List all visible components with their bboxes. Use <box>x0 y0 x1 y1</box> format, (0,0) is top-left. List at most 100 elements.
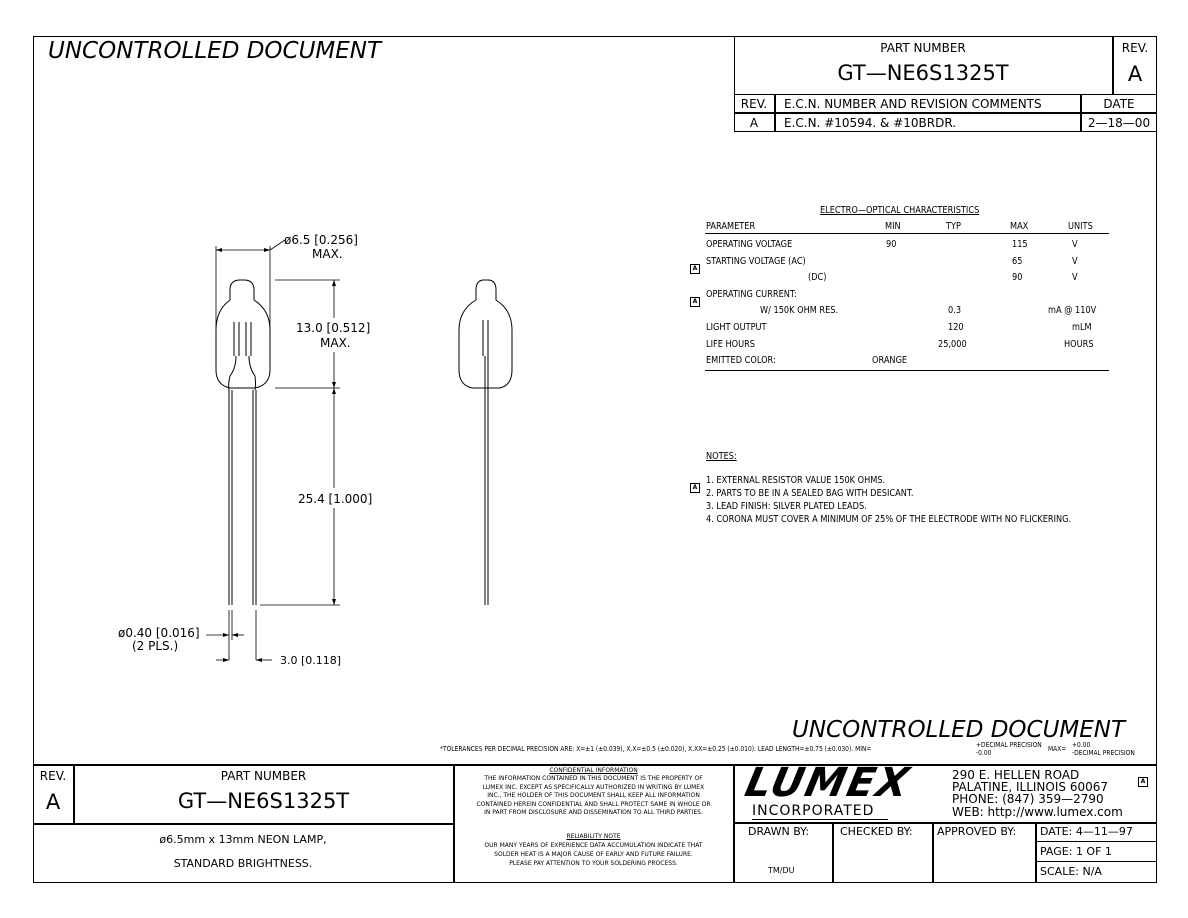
tb-reliability-title: RELIABILITY NOTE <box>566 833 621 840</box>
electro-cell-param: EMITTED COLOR: <box>706 355 776 367</box>
dim-bulb-height: 13.0 [0.512] <box>296 321 371 335</box>
electro-row-flag: A <box>690 257 700 274</box>
dimension-lines <box>206 239 340 661</box>
tolerance-min-top: +DECIMAL PRECISION <box>976 741 1042 749</box>
electro-cell-param: LIFE HOURS <box>706 338 756 350</box>
confidential-line: THE INFORMATION CONTAINED IN THIS DOCUME… <box>484 775 703 782</box>
title-block-top-rule <box>33 764 1157 766</box>
dim-bulb-diameter: ø6.5 [0.256] <box>284 233 358 247</box>
electro-header-typ: TYP <box>946 221 961 232</box>
tb-rev-divider <box>73 764 75 824</box>
note-1: 1. EXTERNAL RESISTOR VALUE 150K OHMS. <box>706 475 886 486</box>
tolerance-max-label: MAX= <box>1048 745 1067 753</box>
ecn-header-rev: REV. <box>740 97 768 111</box>
confidential-line: CONTAINED HEREIN CONFIDENTIAL AND SHALL … <box>476 800 711 808</box>
electro-cell-typ: 25,000 <box>938 338 967 350</box>
electro-cell-param: W/ 150K OHM RES. <box>760 305 839 317</box>
lumex-logo-sub: INCORPORATED <box>752 803 875 819</box>
tb-address-3: PHONE: (847) 359—2790 <box>952 792 1104 806</box>
tb-date-rule <box>1035 841 1157 842</box>
electro-cell-units: V <box>1072 272 1078 284</box>
tb-checked-divider <box>932 822 934 883</box>
electro-cell-units: mLM <box>1072 322 1092 333</box>
front-view-lamp <box>215 279 271 605</box>
top-rev-divider <box>1112 36 1114 95</box>
ecn-row-divider <box>734 112 1157 114</box>
electro-header-units: UNITS <box>1068 221 1093 232</box>
electro-cell-param: OPERATING CURRENT: <box>706 288 797 300</box>
tb-approved-by-label: APPROVED BY: <box>937 825 1017 838</box>
tb-page: PAGE: 1 OF 1 <box>1040 845 1112 858</box>
electro-header-rule <box>705 233 1109 234</box>
uncontrolled-document-bottom: UNCONTROLLED DOCUMENT <box>792 717 1126 743</box>
tb-address-flag: A <box>1138 770 1148 787</box>
tb-sign-rule <box>733 822 1157 824</box>
side-view-lamp <box>458 279 513 605</box>
tb-rev-label: REV. <box>39 769 67 783</box>
electro-cell-param: OPERATING VOLTAGE <box>706 239 793 250</box>
tb-checked-by-label: CHECKED BY: <box>840 825 913 838</box>
tolerance-text: *TOLERANCES PER DECIMAL PRECISION ARE: X… <box>440 745 872 753</box>
tb-page-rule <box>1035 861 1157 862</box>
tb-scale: SCALE: N/A <box>1040 865 1102 878</box>
ecn-header-date: DATE <box>1103 97 1135 111</box>
top-rev-label: REV. <box>1121 41 1149 55</box>
tb-rev-value: A <box>45 790 61 814</box>
confidential-line: IN PART FROM DISCLOSURE AND DISSEMINATIO… <box>484 809 703 817</box>
tolerance-max-top: +0.00 <box>1072 741 1091 749</box>
logo-underline <box>752 819 888 820</box>
note-4: 4. CORONA MUST COVER A MINIMUM OF 25% OF… <box>706 514 1072 525</box>
dim-lead-diameter: ø0.40 [0.016] <box>118 626 200 640</box>
tb-drawn-divider <box>832 822 834 883</box>
reliability-line: OUR MANY YEARS OF EXPERIENCE DATA ACCUMU… <box>484 842 703 849</box>
tb-confidential-title: CONFIDENTIAL INFORMATION <box>549 767 638 774</box>
electro-row-flag: A <box>690 290 700 307</box>
tb-address-4: WEB: http://www.lumex.com <box>952 805 1123 819</box>
tb-drawn-by-label: DRAWN BY: <box>748 825 810 838</box>
ecn-col-divider-2 <box>1080 94 1082 132</box>
dim-bulb-height-max: MAX. <box>320 336 351 350</box>
electro-cell-min: 90 <box>886 239 897 250</box>
tb-part-number-label: PART NUMBER <box>220 769 307 783</box>
electro-title: ELECTRO—OPTICAL CHARACTERISTICS <box>820 205 980 216</box>
ecn-header-comments: E.C.N. NUMBER AND REVISION COMMENTS <box>784 97 1042 111</box>
lumex-logo: LUMEX <box>741 760 915 806</box>
tb-description-2: STANDARD BRIGHTNESS. <box>173 857 313 870</box>
dim-bulb-diameter-max: MAX. <box>312 247 343 261</box>
electro-cell-max: 115 <box>1012 239 1028 250</box>
reliability-line: PLEASE PAY ATTENTION TO YOUR SOLDERING P… <box>509 860 678 867</box>
tb-conf-divider-left <box>453 764 455 883</box>
tb-address-1: 290 E. HELLEN ROAD <box>952 768 1080 782</box>
drawing-frame <box>33 36 1157 883</box>
electro-cell-min: ORANGE <box>872 355 908 367</box>
ecn-row-date: 2—18—00 <box>1087 116 1151 130</box>
tb-drawn-by: TM/DU <box>768 866 795 875</box>
confidential-line: LUMEX INC. EXCEPT AS SPECIFICALLY AUTHOR… <box>482 783 705 791</box>
confidential-line: INC., THE HOLDER OF THIS DOCUMENT SHALL … <box>487 792 700 800</box>
electro-cell-typ: 0.3 <box>948 305 962 317</box>
electro-cell-param: (DC) <box>808 272 827 284</box>
notes-title: NOTES: <box>706 451 737 462</box>
tb-approved-divider <box>1035 822 1037 883</box>
electro-header-param: PARAMETER <box>706 221 756 232</box>
tb-date: DATE: 4—11—97 <box>1040 825 1133 838</box>
tb-part-number: GT—NE6S1325T <box>177 789 350 813</box>
note-3: 3. LEAD FINISH: SILVER PLATED LEADS. <box>706 501 867 512</box>
tb-conf-divider-right <box>733 764 735 883</box>
electro-cell-max: 65 <box>1012 255 1023 267</box>
ecn-row-comment: E.C.N. #10594. & #10BRDR. <box>784 116 957 130</box>
electro-bottom-rule <box>705 370 1109 371</box>
top-rev-value: A <box>1127 62 1143 86</box>
electro-cell-max: 90 <box>1012 272 1023 284</box>
electro-header-min: MIN <box>885 221 901 232</box>
dim-lead-length: 25.4 [1.000] <box>298 492 373 506</box>
electro-cell-param: LIGHT OUTPUT <box>706 322 767 333</box>
electro-cell-units: V <box>1072 239 1078 250</box>
tb-description-1: ø6.5mm x 13mm NEON LAMP, <box>159 833 327 846</box>
notes-flag: A <box>690 476 700 493</box>
tolerance-max-bottom: -DECIMAL PRECISION <box>1072 749 1135 757</box>
tb-address-2: PALATINE, ILLINOIS 60067 <box>952 780 1108 794</box>
electro-cell-units: mA @ 110V <box>1048 305 1097 317</box>
dim-lead-diameter-pls: (2 PLS.) <box>132 639 179 653</box>
